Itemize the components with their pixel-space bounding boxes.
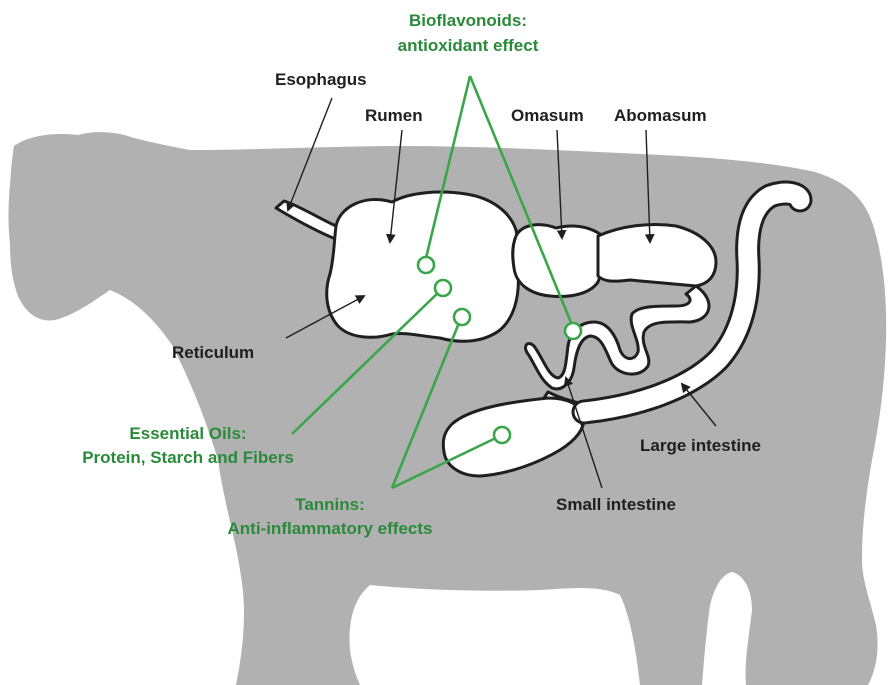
tannins-marker-cecum xyxy=(494,427,510,443)
label-reticulum: Reticulum xyxy=(172,343,254,362)
omasum-shape xyxy=(513,225,604,297)
abomasum-shape xyxy=(598,224,716,286)
label-large-intestine: Large intestine xyxy=(640,436,761,455)
label-abomasum: Abomasum xyxy=(614,106,707,125)
bioflavonoids-marker-intestine xyxy=(565,323,581,339)
label-esophagus: Esophagus xyxy=(275,70,367,89)
label-small-intestine: Small intestine xyxy=(556,495,676,514)
tannins-marker-rumen xyxy=(454,309,470,325)
essential-oils-title: Essential Oils: xyxy=(129,424,246,443)
label-rumen: Rumen xyxy=(365,106,423,125)
bioflavonoids-marker-rumen xyxy=(418,257,434,273)
bioflavonoids-title: Bioflavonoids: xyxy=(409,11,527,30)
label-omasum: Omasum xyxy=(511,106,584,125)
bioflavonoids-effect: antioxidant effect xyxy=(398,36,539,55)
tannins-effect: Anti-inflammatory effects xyxy=(228,519,433,538)
essential-oils-marker xyxy=(435,280,451,296)
tannins-title: Tannins: xyxy=(295,495,365,514)
essential-oils-effect: Protein, Starch and Fibers xyxy=(82,448,294,467)
